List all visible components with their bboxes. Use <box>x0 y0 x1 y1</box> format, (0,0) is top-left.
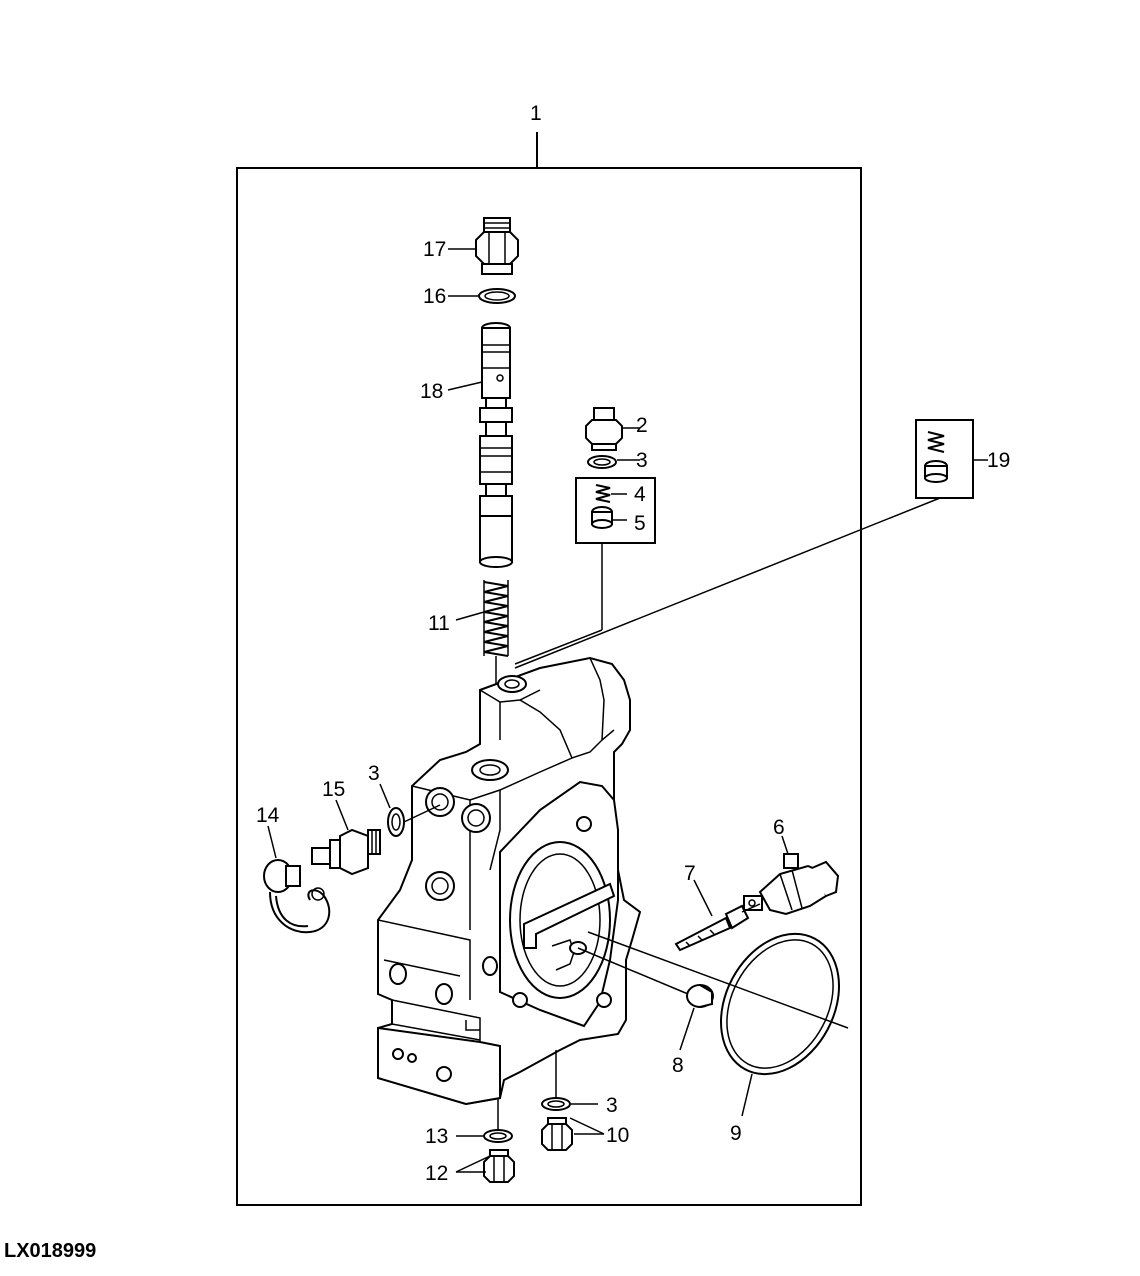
callout-3-left: 3 <box>368 762 380 785</box>
spring-11 <box>483 580 509 657</box>
plug-2 <box>585 407 623 451</box>
cap-14 <box>263 859 331 934</box>
figure-reference: LX018999 <box>4 1240 96 1262</box>
callout-5: 5 <box>634 512 646 535</box>
leader-10a <box>569 1117 605 1135</box>
callout-17: 17 <box>423 238 446 261</box>
kit-box-4-5 <box>575 477 656 544</box>
callout-19: 19 <box>987 449 1010 472</box>
valve-housing <box>377 656 642 1106</box>
callout-9: 9 <box>730 1122 742 1145</box>
plug-10 <box>541 1117 573 1151</box>
axis-7 <box>741 903 761 913</box>
callout-3-bottom: 3 <box>606 1094 618 1117</box>
plug-12 <box>483 1149 515 1183</box>
spool-18 <box>479 322 513 568</box>
leader-8 <box>679 1007 695 1051</box>
callout-11: 11 <box>428 612 450 635</box>
leader-11 <box>455 611 485 621</box>
o-ring-3-bottom <box>541 1097 571 1111</box>
assembly-frame <box>236 167 862 1206</box>
leader-18 <box>447 381 483 391</box>
callout-8: 8 <box>672 1054 684 1077</box>
leader-9 <box>741 1073 753 1117</box>
callout-4: 4 <box>634 483 646 506</box>
leader-6 <box>781 835 789 855</box>
o-ring-16 <box>478 288 516 304</box>
o-ring-9 <box>720 932 840 1076</box>
poppet-5 <box>591 506 613 529</box>
callout-18: 18 <box>420 380 443 403</box>
spring-4 <box>595 484 611 503</box>
plug-8 <box>686 984 714 1008</box>
leader-3-left <box>379 783 391 809</box>
callout-6: 6 <box>773 816 785 839</box>
o-ring-3-left <box>387 807 405 837</box>
o-ring-13 <box>483 1129 513 1143</box>
callout-16: 16 <box>423 285 446 308</box>
leader-12a <box>455 1155 491 1173</box>
axis-9 <box>587 931 849 1029</box>
o-ring-3-upper <box>587 455 617 469</box>
fitting-17 <box>475 217 519 275</box>
leader-5-to-port <box>514 629 603 665</box>
poppet-19 <box>924 460 948 483</box>
callout-3-upper: 3 <box>636 449 648 472</box>
spring-19 <box>927 431 945 453</box>
leader-14 <box>267 825 277 859</box>
screen-filter-7 <box>674 904 750 952</box>
leader-15 <box>335 799 349 831</box>
callout-15: 15 <box>322 778 345 801</box>
callout-12: 12 <box>425 1162 448 1185</box>
leader-7 <box>693 879 713 917</box>
callout-10: 10 <box>606 1124 629 1147</box>
callout-2: 2 <box>636 414 648 437</box>
axis-left <box>403 804 441 823</box>
relief-valve-15 <box>311 828 381 876</box>
sensor-6 <box>743 853 840 916</box>
kit-box-19 <box>915 419 974 499</box>
axis-8 <box>577 947 689 995</box>
leader-19-to-port <box>514 497 941 669</box>
callout-14: 14 <box>256 804 280 827</box>
callout-7: 7 <box>684 862 696 885</box>
callout-13: 13 <box>425 1125 448 1148</box>
callout-1: 1 <box>530 102 542 125</box>
